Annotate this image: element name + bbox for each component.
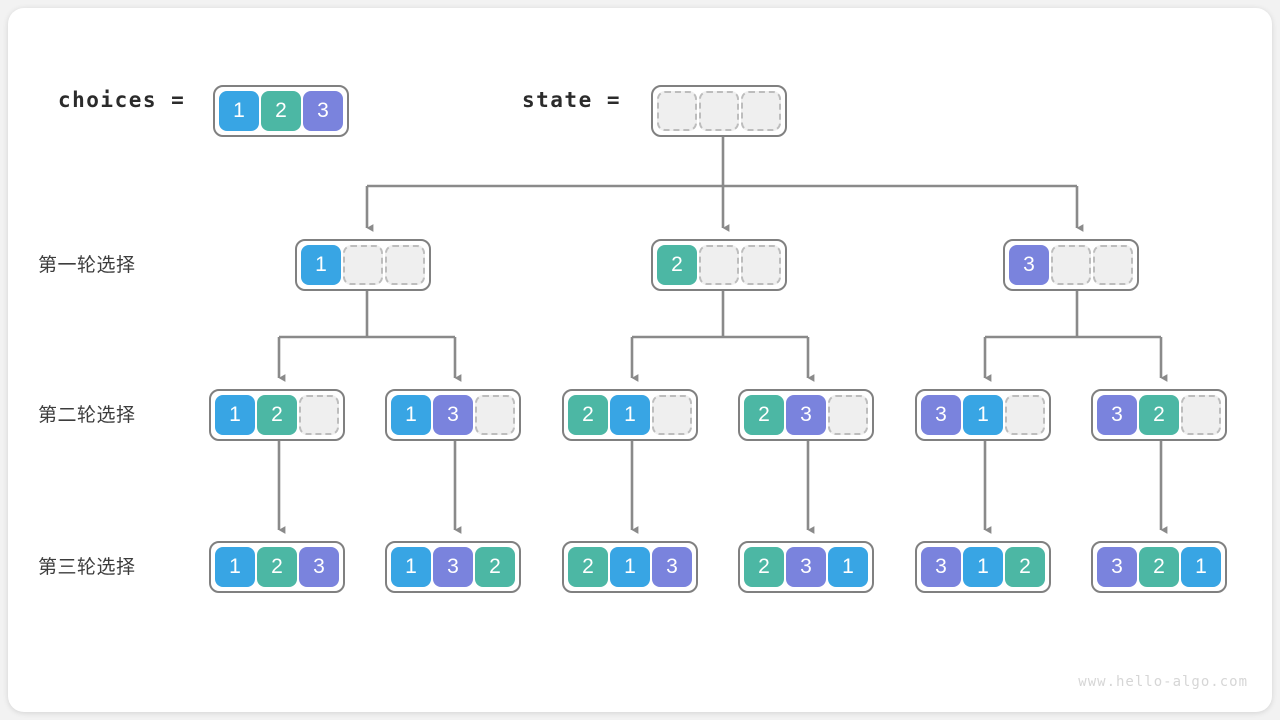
state-array-round-2-node-6-empty-cell-2 — [1181, 395, 1221, 435]
state-array-round-1-node-2-cell-0: 2 — [657, 245, 697, 285]
state-array-round-2-node-5-cell-0: 3 — [921, 395, 961, 435]
state-array-round-2-node-1-cell-1: 2 — [257, 395, 297, 435]
state-array-round-2-node-1-empty-cell-2 — [299, 395, 339, 435]
state-array-round-2-node-1-cell-0: 1 — [215, 395, 255, 435]
state-array-round-3-node-5-cell-1: 1 — [963, 547, 1003, 587]
state-array-round-2-node-5-cell-1: 1 — [963, 395, 1003, 435]
state-array-round-1-node-3-empty-cell-1 — [1051, 245, 1091, 285]
state-array-round-3-node-6-cell-0: 3 — [1097, 547, 1137, 587]
row-label-round-3: 第三轮选择 — [38, 557, 136, 578]
state-array-round-1-node-2-empty-cell-2 — [741, 245, 781, 285]
state-array-round-2-node-6-cell-1: 2 — [1139, 395, 1179, 435]
state-array-round-3-node-4-cell-1: 3 — [786, 547, 826, 587]
state-array-round-3-node-5-cell-2: 2 — [1005, 547, 1045, 587]
state-label: state = — [522, 88, 622, 112]
state-array-round-3-node-1-cell-2: 3 — [299, 547, 339, 587]
state-array-round-3-node-3-cell-2: 3 — [652, 547, 692, 587]
state-array-empty-cell-0 — [657, 91, 697, 131]
state-array-round-1-node-3-cell-0: 3 — [1009, 245, 1049, 285]
state-array-round-3-node-3-cell-0: 2 — [568, 547, 608, 587]
row-label-round-1: 第一轮选择 — [38, 255, 136, 276]
state-array-round-3-node-3-cell-1: 1 — [610, 547, 650, 587]
state-array-round-3-node-2-cell-1: 3 — [433, 547, 473, 587]
state-array-round-2-node-5-empty-cell-2 — [1005, 395, 1045, 435]
state-array-round-3-node-6-cell-1: 2 — [1139, 547, 1179, 587]
choices-array-cell-0: 1 — [219, 91, 259, 131]
state-array-round-2-node-3-cell-1: 1 — [610, 395, 650, 435]
choices-array-cell-2: 3 — [303, 91, 343, 131]
row-label-round-2: 第二轮选择 — [38, 405, 136, 426]
state-array-round-2-node-4-empty-cell-2 — [828, 395, 868, 435]
watermark: www.hello-algo.com — [1078, 674, 1248, 690]
state-array-round-2-node-2-cell-0: 1 — [391, 395, 431, 435]
state-array-round-2-node-3-cell-0: 2 — [568, 395, 608, 435]
state-array-round-3-node-2-cell-0: 1 — [391, 547, 431, 587]
state-array-round-1-node-2: 2 — [651, 239, 787, 291]
state-array-round-1-node-2-empty-cell-1 — [699, 245, 739, 285]
state-array-round-3-node-1-cell-0: 1 — [215, 547, 255, 587]
state-array-round-1-node-1: 1 — [295, 239, 431, 291]
state-array-round-3-node-5-cell-0: 3 — [921, 547, 961, 587]
state-array-round-1-node-1-empty-cell-2 — [385, 245, 425, 285]
state-array-empty-cell-1 — [699, 91, 739, 131]
state-array-round-2-node-2-cell-1: 3 — [433, 395, 473, 435]
state-array-round-2-node-4-cell-1: 3 — [786, 395, 826, 435]
state-array-round-3-node-4-cell-2: 1 — [828, 547, 868, 587]
state-array — [651, 85, 787, 137]
state-array-round-1-node-3: 3 — [1003, 239, 1139, 291]
state-array-round-1-node-3-empty-cell-2 — [1093, 245, 1133, 285]
state-array-empty-cell-2 — [741, 91, 781, 131]
state-array-round-3-node-4-cell-0: 2 — [744, 547, 784, 587]
state-array-round-1-node-1-cell-0: 1 — [301, 245, 341, 285]
state-array-round-2-node-6-cell-0: 3 — [1097, 395, 1137, 435]
state-array-round-3-node-1-cell-1: 2 — [257, 547, 297, 587]
diagram-card — [8, 8, 1272, 712]
state-array-round-1-node-1-empty-cell-1 — [343, 245, 383, 285]
state-array-round-2-node-4-cell-0: 2 — [744, 395, 784, 435]
state-array-round-2-node-2-empty-cell-2 — [475, 395, 515, 435]
choices-label: choices = — [58, 88, 186, 112]
state-array-round-2-node-3-empty-cell-2 — [652, 395, 692, 435]
state-array-round-3-node-2-cell-2: 2 — [475, 547, 515, 587]
state-array-round-3-node-6-cell-2: 1 — [1181, 547, 1221, 587]
choices-array-cell-1: 2 — [261, 91, 301, 131]
